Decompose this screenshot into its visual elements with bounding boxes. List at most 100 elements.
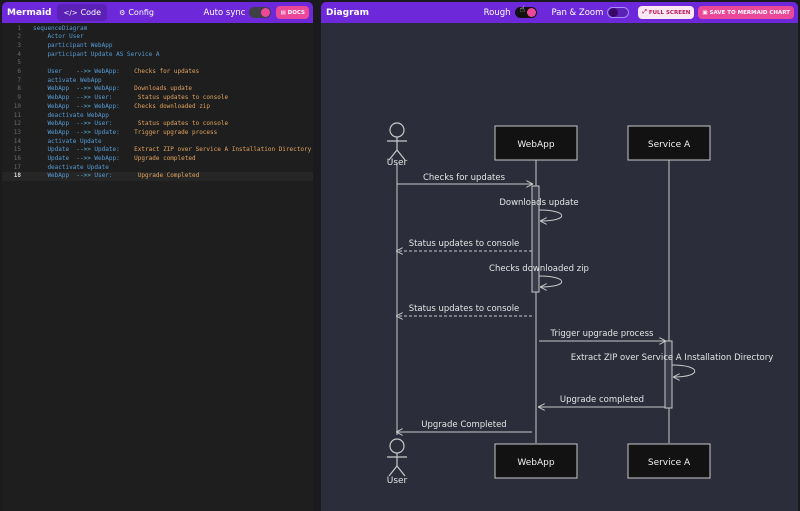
- code-line[interactable]: 17 deactivate Update: [2, 164, 313, 173]
- activation-service-a: [664, 340, 673, 409]
- code-token: Actor User: [33, 33, 84, 41]
- code-token: Extract ZIP over Service A Installation …: [134, 146, 312, 154]
- code-line[interactable]: 12 WebApp -->> User: Status updates to c…: [2, 120, 313, 129]
- code-token: WebApp: [33, 172, 77, 180]
- line-number: 5: [17, 59, 21, 67]
- message-label: Trigger upgrade process: [550, 329, 654, 339]
- code-token: deactivate Update: [33, 163, 109, 171]
- code-token: WebApp: [33, 120, 77, 128]
- line-number: 7: [17, 76, 21, 84]
- full-screen-button[interactable]: ⤢ FULL SCREEN: [638, 6, 695, 19]
- actor-leg-right-bottom: [396, 465, 406, 477]
- expand-icon: ⤢: [642, 9, 647, 15]
- editor-header: Mermaid </> Code ⚙ Config Auto sync ▤ DO…: [2, 2, 313, 23]
- tab-code[interactable]: </> Code: [57, 4, 108, 21]
- line-number: 2: [17, 33, 21, 41]
- code-line[interactable]: 3 participant WebApp: [2, 42, 313, 51]
- code-token: -->>: [76, 172, 91, 180]
- line-number: 17: [13, 163, 21, 171]
- auto-sync-toggle[interactable]: [249, 7, 272, 18]
- code-token: Update:: [90, 128, 135, 136]
- code-brackets-icon: </>: [63, 8, 78, 17]
- message-label: Status updates to console: [409, 239, 520, 249]
- pan-zoom-toggle[interactable]: [607, 7, 630, 18]
- actor-leg-right-top: [396, 149, 406, 161]
- actor-label-bottom: User: [387, 476, 408, 486]
- line-number: 18: [13, 172, 21, 180]
- code-text: sequenceDiagram: [33, 25, 87, 34]
- code-line[interactable]: 16 Update -->> WebApp: Upgrade completed: [2, 155, 313, 164]
- hand-pointer-icon: ☝: [519, 5, 525, 15]
- code-line[interactable]: 18 WebApp -->> User: Upgrade Completed: [2, 172, 313, 182]
- code-text: WebApp -->> WebApp: Checks downloaded zi…: [33, 103, 210, 112]
- code-token: Update: [33, 155, 77, 162]
- code-token: -->>: [76, 146, 91, 154]
- pan-zoom-label: Pan & Zoom: [551, 7, 604, 18]
- participant-label-webapp-top: WebApp: [517, 140, 554, 150]
- code-line[interactable]: 8 WebApp -->> WebApp: Downloads update: [2, 85, 313, 94]
- code-line[interactable]: 13 WebApp -->> Update: Trigger upgrade p…: [2, 129, 313, 138]
- code-token: -->>: [76, 85, 91, 93]
- line-number: 11: [13, 111, 21, 119]
- rough-label: Rough: [483, 7, 511, 18]
- code-text: Actor User: [33, 33, 84, 42]
- save-to-mermaid-chart-button[interactable]: ▣ SAVE TO MERMAID CHART: [698, 6, 794, 19]
- line-number: 15: [13, 146, 21, 154]
- code-line[interactable]: 4 participant Update AS Service A: [2, 51, 313, 60]
- line-number: 3: [17, 41, 21, 49]
- message-label: Upgrade Completed: [421, 420, 506, 430]
- code-text: WebApp -->> User: Status updates to cons…: [33, 94, 228, 103]
- line-number: 16: [13, 155, 21, 162]
- code-line[interactable]: 9 WebApp -->> User: Status updates to co…: [2, 94, 313, 103]
- code-text: Update -->> WebApp: Upgrade completed: [33, 155, 195, 164]
- code-line[interactable]: 10 WebApp -->> WebApp: Checks downloaded…: [2, 103, 313, 112]
- code-text: WebApp -->> User: Status updates to cons…: [33, 120, 228, 129]
- message-arrow: [538, 275, 563, 287]
- code-line[interactable]: 2 Actor User: [2, 33, 313, 42]
- code-token: participant WebApp: [33, 41, 113, 49]
- activation-webapp: [531, 185, 540, 293]
- rough-toggle[interactable]: ☝: [514, 5, 537, 18]
- diagram-header: Diagram Rough ☝ Pan & Zoom ⤢ FULL SCREEN…: [321, 2, 798, 23]
- message-arrow: [538, 209, 563, 221]
- code-line[interactable]: 11 deactivate WebApp: [2, 112, 313, 121]
- code-text: Update -->> Update: Extract ZIP over Ser…: [33, 146, 311, 155]
- code-line[interactable]: 15 Update -->> Update: Extract ZIP over …: [2, 146, 313, 155]
- participant-label-service-a-top: Service A: [648, 140, 691, 150]
- code-token: WebApp:: [90, 155, 135, 162]
- code-text: deactivate Update: [33, 163, 109, 173]
- line-number: 1: [17, 24, 21, 32]
- code-line[interactable]: 5: [2, 59, 313, 68]
- line-number: 8: [17, 85, 21, 93]
- code-token: -->>: [76, 68, 91, 75]
- save-icon: ▣: [702, 9, 708, 16]
- message-label: Upgrade completed: [560, 395, 644, 405]
- actor-label-top: User: [387, 158, 408, 168]
- code-line[interactable]: 14 activate Update: [2, 138, 313, 147]
- docs-button[interactable]: ▤ DOCS: [276, 6, 309, 19]
- docs-label: DOCS: [287, 9, 305, 16]
- toggle-knob: [609, 8, 619, 17]
- actor-head-bottom: [389, 438, 405, 454]
- code-line[interactable]: 7 activate WebApp: [2, 77, 313, 86]
- code-token: Status updates to console: [137, 120, 229, 128]
- code-token: WebApp:: [90, 102, 135, 110]
- code-token: User:: [90, 120, 138, 128]
- actor-leg-left-bottom: [388, 465, 398, 477]
- tab-config[interactable]: ⚙ Config: [113, 4, 160, 21]
- code-line[interactable]: 1 sequenceDiagram: [2, 25, 313, 34]
- code-token: activate Update: [33, 137, 102, 145]
- code-text: deactivate WebApp: [33, 112, 108, 121]
- code-token: -->>: [76, 94, 91, 102]
- code-line[interactable]: 6 User -->> WebApp: Checks for updates: [2, 68, 313, 77]
- code-text: WebApp -->> User: Upgrade Completed: [33, 172, 199, 181]
- line-number: 14: [13, 137, 21, 145]
- participant-box-service-a-top: [627, 125, 711, 161]
- code-token: -->>: [76, 120, 91, 128]
- code-text: User -->> WebApp: Checks for updates: [33, 68, 199, 77]
- code-token: -->>: [76, 128, 91, 136]
- line-number: 12: [13, 120, 21, 128]
